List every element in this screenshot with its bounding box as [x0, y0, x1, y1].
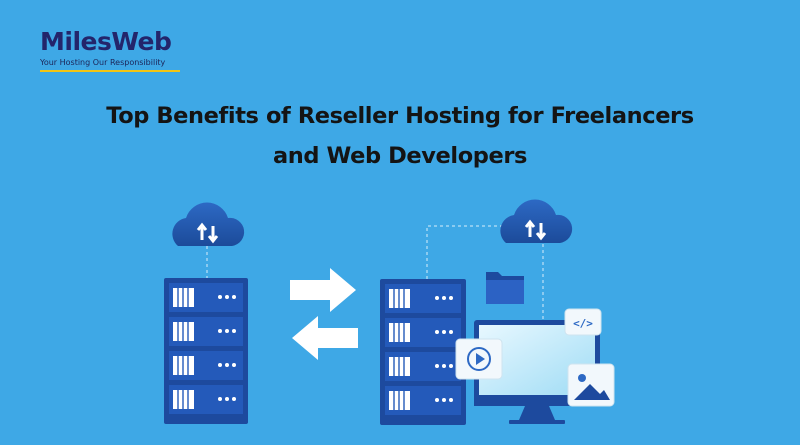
server-unit: [169, 317, 243, 346]
folder-icon: [486, 272, 524, 304]
logo[interactable]: MilesWeb Your Hosting Our Responsibility: [40, 28, 180, 72]
logo-wordmark: MilesWeb: [40, 27, 172, 56]
server-unit: [169, 283, 243, 312]
image-icon: [567, 363, 615, 407]
page-title-line-1: Top Benefits of Reseller Hosting for Fre…: [106, 103, 694, 129]
server-rack: [164, 278, 248, 424]
logo-tagline: Your Hosting Our Responsibility: [40, 58, 166, 67]
code-badge-label: </>: [573, 317, 593, 330]
play-icon: [455, 338, 503, 380]
page-title: Top Benefits of Reseller Hosting for Fre…: [0, 96, 800, 176]
cloud-sync-icon: [500, 199, 573, 243]
logo-underline: [40, 70, 180, 72]
arrow-left-icon: [292, 316, 358, 360]
arrow-right-icon: [290, 268, 356, 312]
server-unit: [169, 385, 243, 414]
page-title-line-2: and Web Developers: [272, 143, 528, 169]
server-unit: [385, 284, 461, 313]
server-rack: [380, 279, 466, 425]
code-icon: </>: [564, 308, 602, 336]
cloud-sync-icon: [172, 202, 245, 246]
server-unit: [385, 386, 461, 415]
server-unit: [385, 352, 461, 381]
server-unit: [385, 318, 461, 347]
server-unit: [169, 351, 243, 380]
connector-line: [426, 225, 520, 279]
